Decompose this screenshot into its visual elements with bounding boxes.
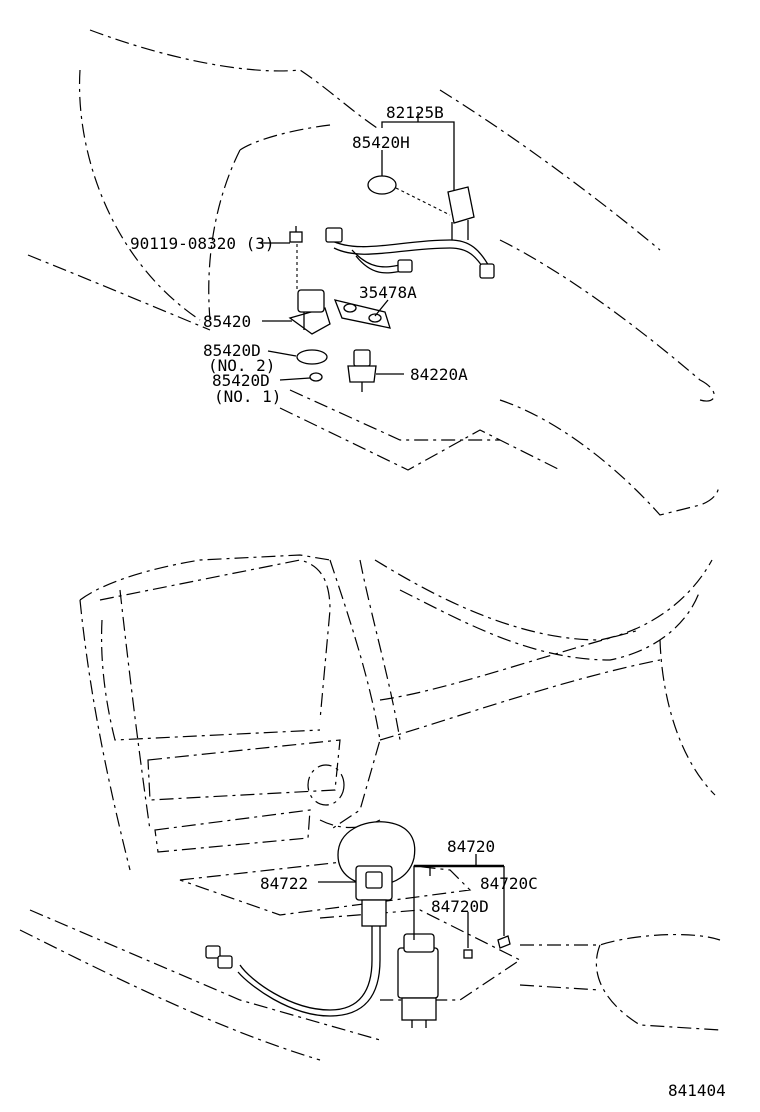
label-84720D: 84720D (431, 897, 489, 916)
gasket-35478A (333, 299, 391, 329)
console-outline (19, 554, 721, 1061)
upper-leader-lines (260, 112, 455, 381)
sensor-84220A (347, 349, 377, 392)
label-85420: 85420 (203, 312, 251, 331)
sensor-85420 (288, 289, 331, 335)
switch-84720 (397, 933, 439, 1028)
grommet-85420H (367, 175, 397, 195)
clip-84720C (497, 935, 511, 949)
label-84722: 84722 (260, 874, 308, 893)
switch-84722 (205, 865, 393, 1017)
o-ring-85420D-no1 (309, 372, 323, 382)
bulb-84720D (463, 949, 473, 959)
label-no2-note: (NO. 2) (208, 356, 275, 375)
lower-leader-lines (318, 854, 505, 948)
label-84220A: 84220A (410, 365, 468, 384)
label-82125B: 82125B (386, 103, 444, 122)
bolt-90119 (289, 226, 303, 290)
o-ring-85420D-no2 (296, 349, 328, 365)
label-84720C: 84720C (480, 874, 538, 893)
wire-harness-82125B (325, 186, 495, 279)
label-84720: 84720 (447, 837, 495, 856)
upper-body-outline (27, 29, 720, 516)
label-85420D-no1: 85420D (212, 371, 270, 390)
label-85420D-no2: 85420D (203, 341, 261, 360)
diagram-number: 841404 (668, 1081, 726, 1100)
label-no1-note: (NO. 1) (214, 387, 281, 406)
label-85420H: 85420H (352, 133, 410, 152)
label-90119-08320: 90119-08320 (3) (130, 234, 275, 253)
label-35478A: 35478A (359, 283, 417, 302)
